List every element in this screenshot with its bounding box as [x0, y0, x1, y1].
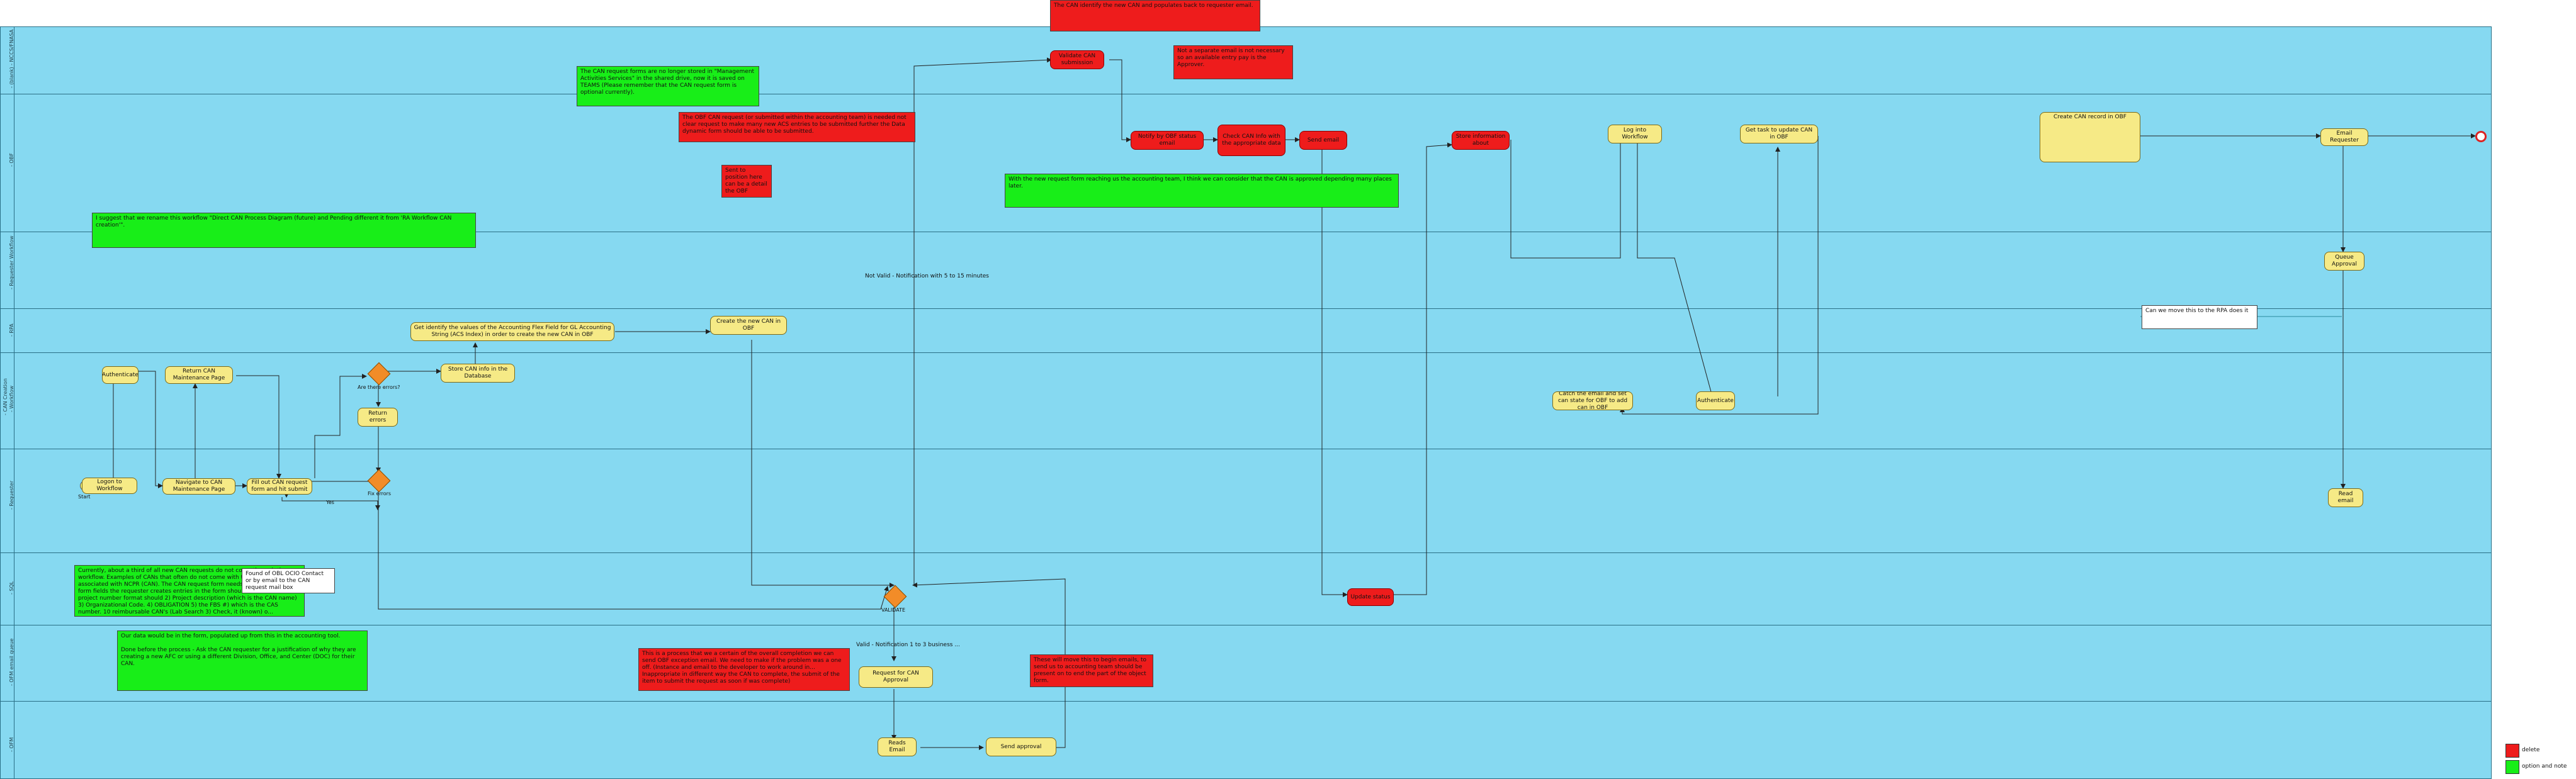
- note-green-obf: With the new request form reaching us th…: [1005, 174, 1399, 208]
- fix-errors-label: Fix errors: [368, 491, 392, 496]
- task-logon-workflow[interactable]: Logon to Workflow: [82, 478, 137, 494]
- task-catch-email[interactable]: Catch the email and set can state for OB…: [1552, 391, 1633, 410]
- task-sql-update-status[interactable]: Update status: [1347, 588, 1394, 606]
- task-store-can-info[interactable]: Store CAN info in the Database: [441, 364, 515, 383]
- task-send-approval[interactable]: Send approval: [986, 737, 1056, 756]
- errors-question-label: Are there errors?: [358, 384, 400, 390]
- lane-separator: [0, 308, 2492, 309]
- edge-label-not-valid: Not Valid - Notification with 5 to 15 mi…: [865, 273, 989, 279]
- task-return-errors[interactable]: Return errors: [358, 408, 398, 427]
- note-ofm-emails: These will move this to begin emails, to…: [1030, 654, 1153, 687]
- task-read-email[interactable]: Read email: [2328, 488, 2363, 507]
- lane-separator: [0, 352, 2492, 353]
- end-event: [2475, 131, 2487, 142]
- note-ofm-data: Our data would be in the form, populated…: [117, 630, 368, 691]
- task-return-can-page[interactable]: Return CAN Maintenance Page: [165, 366, 233, 384]
- legend-label-delete: delete: [2522, 747, 2540, 753]
- note-red-obf-request: The OBF CAN request (or submitted within…: [679, 112, 915, 142]
- legend-swatch-delete: [2505, 744, 2519, 758]
- task-email-requester[interactable]: Email Requester: [2320, 128, 2368, 146]
- task-validate-submission[interactable]: Validate CAN submission: [1050, 50, 1104, 69]
- task-create-can-record[interactable]: Create CAN record in OBF: [2040, 112, 2140, 162]
- task-fill-out-can-request[interactable]: Fill out CAN request form and hit submit: [247, 478, 312, 495]
- lane-separator: [0, 701, 2492, 702]
- note-red-approver: Not a separate email is not necessary so…: [1173, 45, 1293, 79]
- validate-label: VALIDATE: [881, 607, 906, 613]
- task-request-can-approval[interactable]: Request for CAN Approval: [859, 666, 933, 688]
- note-green-teams: The CAN request forms are no longer stor…: [577, 66, 759, 106]
- task-log-into-workflow[interactable]: Log into Workflow: [1608, 125, 1662, 143]
- note-top-red: The CAN identify the new CAN and populat…: [1050, 0, 1260, 31]
- yes-label: Yes: [326, 500, 334, 505]
- legend-label-option: option and note: [2522, 763, 2567, 770]
- task-identify-acs-values[interactable]: Get identify the values of the Accountin…: [410, 322, 614, 341]
- task-check-can-info[interactable]: Check CAN Info with the appropriate data: [1217, 125, 1285, 156]
- task-authenticate[interactable]: Authenticate: [102, 366, 138, 384]
- task-reads-email[interactable]: Reads Email: [878, 737, 917, 756]
- note-red-small: Sent to position here can be a detail th…: [721, 165, 772, 198]
- note-ofm-exception: This is a process that we a certain of t…: [638, 648, 850, 691]
- note-rpa-move: Can we move this to the RPA does it: [2142, 305, 2257, 329]
- note-green-rename: I suggest that we rename this workflow "…: [92, 213, 476, 248]
- task-navigate-can-maintenance[interactable]: Navigate to CAN Maintenance Page: [162, 478, 235, 495]
- edge-label-valid: Valid - Notification 1 to 3 business ...: [856, 642, 960, 648]
- task-store-information[interactable]: Store information about: [1452, 131, 1510, 150]
- task-authenticate-2[interactable]: Authenticate: [1696, 391, 1735, 410]
- start-label: Start: [78, 494, 91, 500]
- note-sql-white: Found of OBL OCIO Contact or by email to…: [242, 568, 335, 593]
- task-queue-approval[interactable]: Queue Approval: [2324, 252, 2364, 271]
- task-notify-obf-status[interactable]: Notify by OBF status email: [1131, 131, 1204, 150]
- task-send-email[interactable]: Send email: [1299, 131, 1347, 150]
- lane-separator: [0, 552, 2492, 553]
- task-create-can-obf-rpa[interactable]: Create the new CAN in OBF: [710, 316, 787, 335]
- legend-swatch-option: [2505, 760, 2519, 774]
- task-get-task-update-can[interactable]: Get task to update CAN in OBF: [1740, 125, 1818, 143]
